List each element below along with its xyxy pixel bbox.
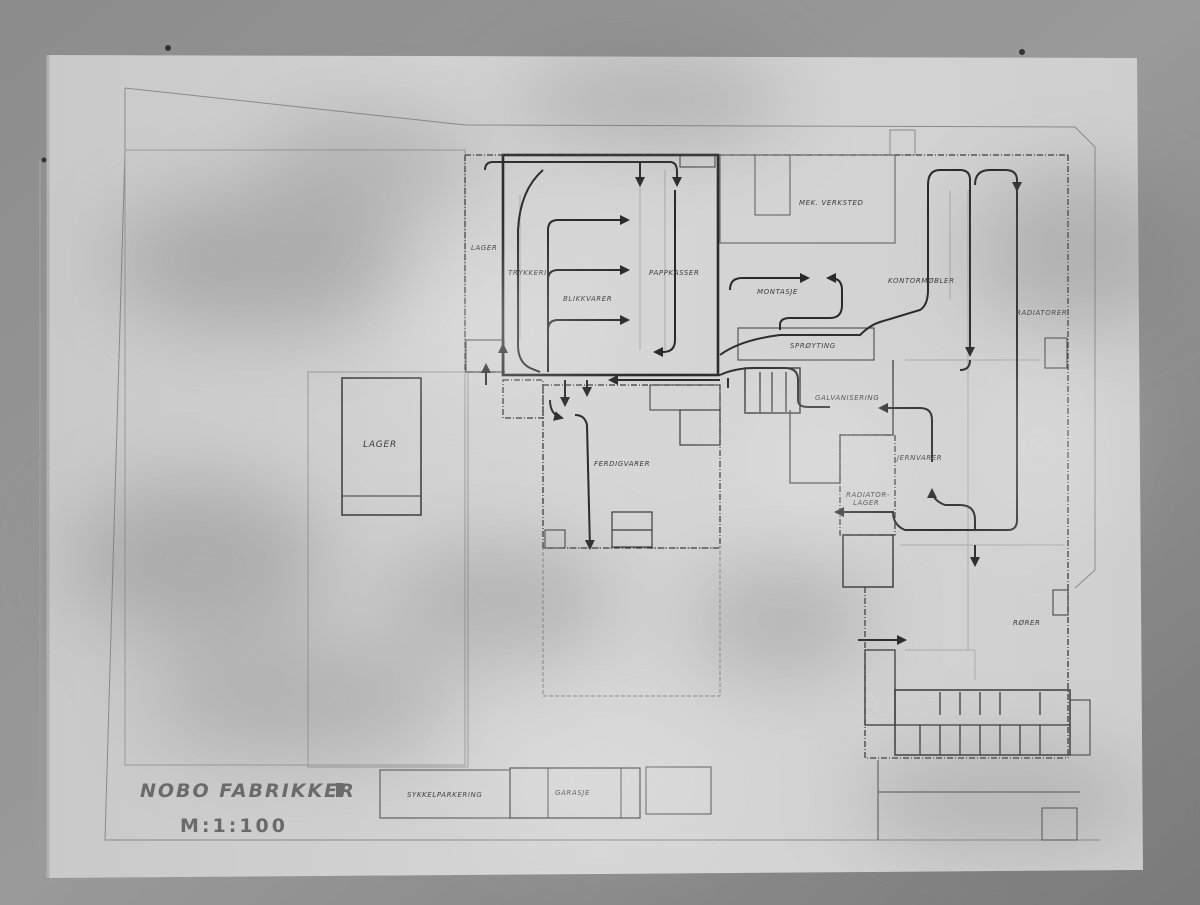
room-label-jernvarer: JERNVARER (895, 454, 942, 462)
room-label-montasje: MONTASJE (757, 288, 798, 296)
room-label-sproyting: SPRØYTING (790, 342, 836, 350)
room-label-blikkvarer: BLIKKVARER (563, 295, 612, 303)
lighting-highlights (390, 270, 1110, 830)
lighting-shadows (70, 55, 1190, 850)
room-label-mek-verksted: MEK. VERKSTED (799, 199, 864, 207)
plan-scale: M:1:100 (180, 815, 288, 837)
lager-building (341, 377, 422, 516)
pin-icon (165, 45, 171, 51)
title-mark-icon (336, 783, 343, 797)
room-label-sykkelparkering: SYKKELPARKERING (407, 791, 482, 799)
room-label-trykkeri: TRYKKERI (508, 269, 547, 277)
interior-lanes (519, 170, 1065, 680)
room-label-ror: RØRER (1013, 619, 1041, 627)
room-label-lager-top: LAGER (471, 244, 497, 252)
pin-icon (41, 157, 47, 163)
room-label-ferdigvarer: FERDIGVARER (594, 460, 650, 468)
room-label-pappkasser: PAPPKASSER (649, 269, 699, 277)
pin-icon (1019, 49, 1025, 55)
room-label-kontormobler: KONTORMØBLER (888, 277, 955, 285)
room-label-lager-left: LAGER (363, 440, 397, 450)
title-block: NOBO FABRIKKER M:1:100 (140, 780, 356, 837)
plan-title: NOBO FABRIKKER (140, 780, 356, 802)
